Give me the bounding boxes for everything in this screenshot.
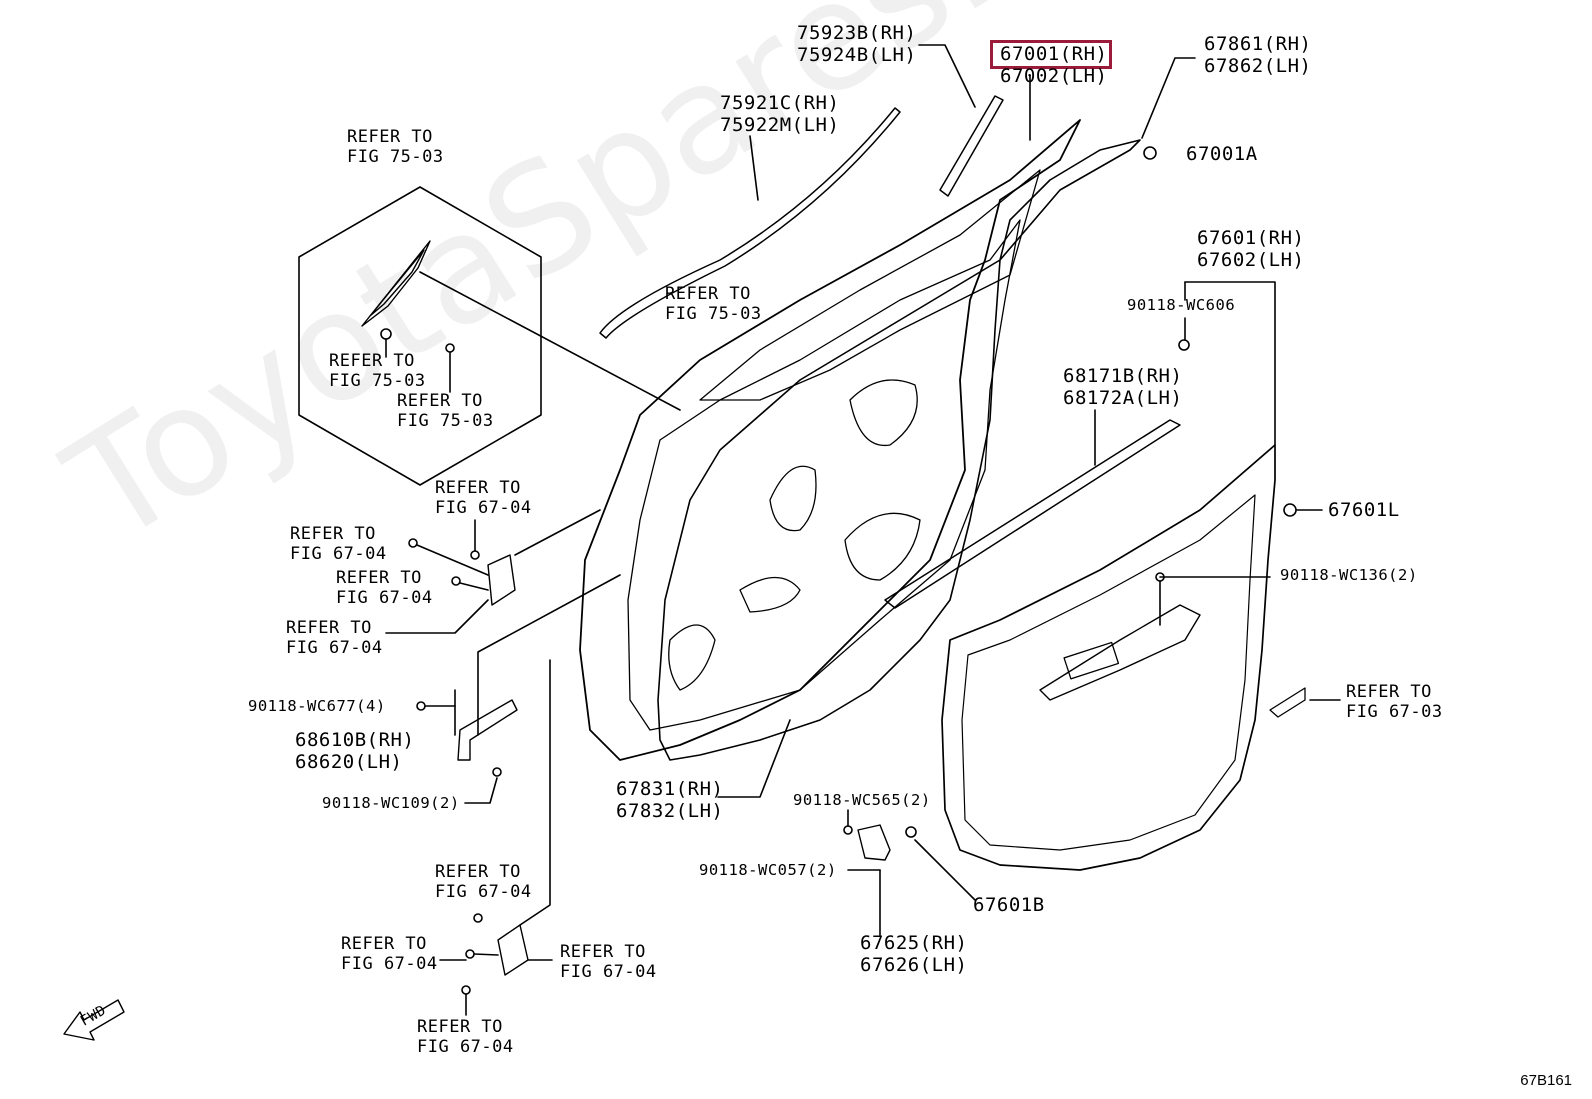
weatherstrip-67861 [657, 139, 1141, 761]
hole-2 [849, 379, 918, 447]
callout-67601L[interactable]: 67601L [1328, 499, 1400, 521]
trim-panel-inner [961, 494, 1256, 851]
hole-5 [668, 624, 716, 691]
bolt-icon [470, 550, 480, 560]
callout-75923[interactable]: 75923B(RH)75924B(LH) [797, 22, 917, 66]
callout-wc606[interactable]: 90118-WC606 [1127, 296, 1236, 314]
door-panel-67001 [579, 119, 1081, 761]
bolt-icon [408, 538, 418, 548]
hole-3 [844, 512, 921, 581]
callout-67601B[interactable]: 67601B [973, 894, 1045, 916]
callout-wc109[interactable]: 90118-WC109(2) [322, 794, 460, 812]
leader [749, 135, 759, 201]
callout-67831[interactable]: 67831(RH)67832(LH) [616, 778, 724, 822]
hole-1 [769, 465, 817, 532]
leader [1141, 57, 1196, 139]
bolt-icon [416, 701, 426, 711]
clip-icon [843, 825, 853, 835]
upper-hinge [487, 554, 516, 606]
leader [519, 659, 551, 926]
callout-wc677[interactable]: 90118-WC677(4) [248, 697, 386, 715]
bolt-icon [465, 949, 475, 959]
callout-wc136[interactable]: 90118-WC136(2) [1280, 566, 1418, 584]
leader [1184, 281, 1276, 446]
callout-68171[interactable]: 68171B(RH)68172A(LH) [1063, 365, 1183, 409]
lower-hinge [497, 924, 529, 976]
callout-wc565[interactable]: 90118-WC565(2) [793, 791, 931, 809]
moulding-75923 [939, 95, 1004, 197]
grommet-67001A [1143, 146, 1157, 160]
clip-icon [445, 343, 455, 353]
callout-67001[interactable]: 67001(RH)67002(LH) [1000, 43, 1108, 87]
clip-icon-67601L [1283, 503, 1297, 517]
bolt-icon [451, 576, 461, 586]
leader [385, 599, 489, 634]
callout-67601[interactable]: 67601(RH)67602(LH) [1197, 227, 1305, 271]
armrest [1039, 604, 1201, 701]
leader [514, 509, 601, 556]
clip-icon [905, 826, 917, 838]
corner-glass [361, 240, 431, 327]
trim-panel-67601 [941, 444, 1276, 871]
small-part-67-03 [1269, 687, 1306, 718]
switch-panel [1063, 641, 1120, 680]
leader [419, 271, 681, 411]
clip-icon [380, 328, 392, 340]
leader [717, 719, 791, 798]
callout-67625[interactable]: 67625(RH)67626(LH) [860, 932, 968, 976]
bolt-icon [461, 985, 471, 995]
callout-wc057[interactable]: 90118-WC057(2) [699, 861, 837, 879]
hole-4 [739, 577, 801, 613]
callout-75921[interactable]: 75921C(RH)75922M(LH) [720, 92, 840, 136]
leader [918, 44, 976, 108]
bolt-icon [492, 767, 502, 777]
highlight-box [990, 40, 1112, 69]
clip-icon [1178, 339, 1190, 351]
bolt-icon [473, 913, 483, 923]
detail-hexagon [298, 186, 542, 486]
leader [464, 777, 498, 804]
leader [914, 839, 976, 901]
diagram-id: 67B161 [1520, 1072, 1572, 1089]
callout-67861[interactable]: 67861(RH)67862(LH) [1204, 33, 1312, 77]
window-frame [699, 169, 1041, 401]
moulding-75921 [599, 107, 901, 339]
belt-moulding-68171 [884, 419, 1181, 609]
callout-68610[interactable]: 68610B(RH)68620(LH) [295, 729, 415, 773]
door-inner-frame [627, 219, 1021, 731]
callout-67001A[interactable]: 67001A [1186, 143, 1258, 165]
fwd-arrow-icon [63, 999, 125, 1041]
door-check-68610 [457, 699, 518, 761]
bracket-67625 [857, 824, 891, 861]
leader [477, 574, 621, 736]
